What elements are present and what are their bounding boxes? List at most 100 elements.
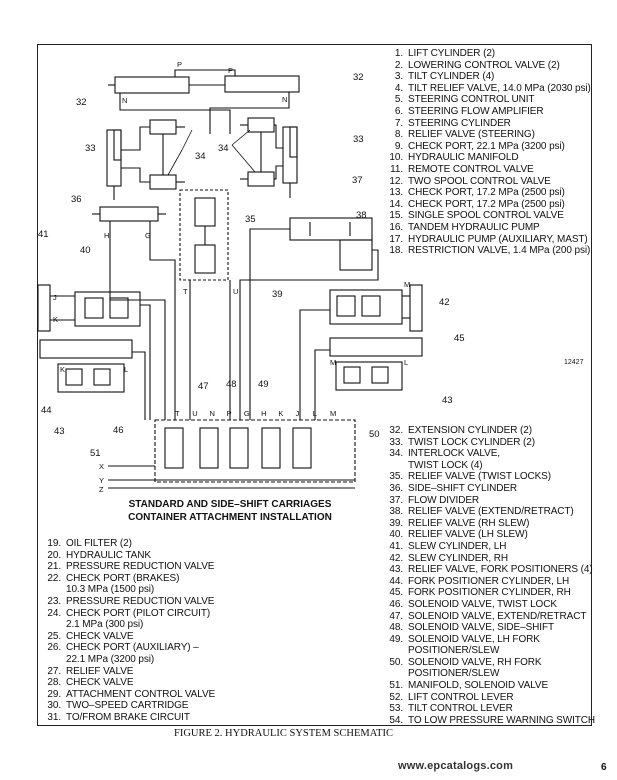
callout-43: 43 [54, 426, 65, 437]
legend-item: 31.TO/FROM BRAKE CIRCUIT [37, 712, 215, 724]
legend-item-number: 47. [389, 610, 403, 622]
legend-item-number: 33. [389, 436, 403, 448]
legend-item-number: 38. [389, 506, 403, 518]
callout-40: 40 [80, 245, 91, 256]
legend-item-text: RELIEF VALVE, FORK POSITIONERS (4) [408, 564, 593, 576]
legend-item: POSITIONER/SLEW [379, 645, 595, 657]
port-label: H [104, 231, 109, 240]
installation-title: STANDARD AND SIDE–SHIFT CARRIAGES CONTAI… [110, 499, 350, 524]
manifold-port-label: T [175, 409, 180, 418]
callout-39: 39 [272, 289, 283, 300]
legend-item-number: 3. [394, 71, 403, 83]
installation-title-line: STANDARD AND SIDE–SHIFT CARRIAGES [128, 499, 332, 510]
legend-item-text: INTERLOCK VALVE, [408, 448, 500, 460]
legend-item: 34. INTERLOCK VALVE, [379, 448, 595, 460]
legend-item-text: FORK POSITIONER CYLINDER, RH [408, 587, 571, 599]
legend-item-number: 42. [389, 552, 403, 564]
legend-item-number: 7. [394, 117, 403, 129]
legend-item-text: STEERING CONTROL UNIT [408, 94, 535, 106]
legend-item: 54.TO LOW PRESSURE WARNING SWITCH [379, 715, 595, 727]
side-shift-cylinder [92, 206, 176, 420]
legend-item-text: OIL FILTER (2) [66, 538, 132, 549]
legend-item: 19.OIL FILTER (2) [37, 538, 215, 550]
legend-item: 26.CHECK PORT (AUXILIARY) – [37, 642, 215, 654]
legend-item-number: 28. [47, 677, 61, 689]
callout-33: 33 [353, 134, 364, 145]
legend-item-text: RELIEF VALVE (STEERING) [408, 129, 535, 141]
callouts: 32 32 33 33 34 34 35 36 37 38 39 40 41 4… [38, 72, 465, 459]
legend-item: 3.TILT CYLINDER (4) [379, 71, 591, 83]
legend-item-text: 22.1 MPa (3200 psi) [66, 653, 155, 665]
legend-item: 13.CHECK PORT, 17.2 MPa (2500 psi) [379, 187, 591, 199]
callout-41: 41 [38, 229, 49, 240]
legend-item-text: CHECK VALVE [66, 677, 134, 689]
port-label: K [60, 365, 65, 374]
extension-cylinder-right [224, 75, 300, 93]
legend-item-number: 32. [389, 425, 403, 436]
legend-item-text: CHECK PORT (PILOT CIRCUIT) [66, 607, 211, 619]
legend-item-number [379, 645, 403, 657]
rh-fork-positioner-cylinder [329, 337, 423, 357]
port-label: L [404, 358, 408, 367]
legend-item-text: RELIEF VALVE (LH SLEW) [408, 529, 528, 541]
legend-item-number: 15. [389, 210, 403, 222]
legend-item-number: 18. [389, 245, 403, 257]
legend-item: TWIST LOCK (4) [379, 460, 595, 472]
manifold-port-label: K [278, 409, 283, 418]
legend-item-number: 16. [389, 221, 403, 233]
solenoid-valves [164, 427, 312, 469]
legend-item-number: 30. [47, 700, 61, 712]
legend-item-number: 52. [389, 691, 403, 703]
legend-item-text: LIFT CYLINDER (2) [408, 48, 496, 59]
port-label: Z [99, 485, 104, 494]
callout-48: 48 [226, 379, 237, 390]
legend-item: 30.TWO–SPEED CARTRIDGE [37, 700, 215, 712]
manifold-port-label: H [261, 409, 266, 418]
legend-item-text: STEERING FLOW AMPLIFIER [408, 105, 544, 117]
legend-item-number: 35. [389, 471, 403, 483]
legend-item: 18.RESTRICTION VALVE, 1.4 MPa (200 psi) [379, 245, 591, 257]
callout-36: 36 [71, 194, 82, 205]
port-label: P [228, 66, 233, 75]
legend-item-number [37, 584, 61, 596]
legend-item: 16. TANDEM HYDRAULIC PUMP [379, 222, 591, 234]
legend-item-number: 34. [389, 448, 403, 460]
legend-item-number: 10. [389, 152, 403, 164]
port-label: P [177, 60, 182, 69]
twist-lock-relief-block [179, 189, 229, 281]
watermark-url: www.epcatalogs.com [398, 760, 514, 772]
legend-item-number: 46. [389, 598, 403, 610]
port-label: M [404, 280, 410, 289]
legend-item-text: SIDE–SHIFT CYLINDER [408, 482, 518, 494]
legend-item: 37. FLOW DIVIDER [379, 495, 595, 507]
rh-slew-relief-block [299, 289, 410, 420]
legend-item-text: FLOW DIVIDER [408, 494, 480, 506]
p-line [174, 69, 236, 77]
legend-item-text: CHECK PORT (BRAKES) [66, 572, 180, 584]
port-label: X [99, 462, 104, 471]
legend-item-number [379, 460, 403, 472]
legend-item-number: 8. [394, 129, 403, 141]
port-label: M [330, 358, 336, 367]
callout-37: 37 [352, 175, 363, 186]
callout-49: 49 [258, 379, 269, 390]
port-label: N [122, 96, 127, 105]
legend-item: 15.SINGLE SPOOL CONTROL VALVE [379, 210, 591, 222]
flow-divider-line [249, 228, 290, 420]
legend-item-text: RELIEF VALVE [66, 665, 134, 677]
legend-item-text: TANDEM HYDRAULIC PUMP [408, 221, 540, 233]
legend-bottom-right: 32.EXTENSION CYLINDER (2)33.TWIST LOCK C… [379, 425, 595, 726]
manifold-port-label: N [209, 409, 214, 418]
legend-item-number: 37. [389, 494, 403, 506]
legend-item: 51.MANIFOLD, SOLENOID VALVE [379, 680, 595, 692]
callout-45: 45 [454, 333, 465, 344]
legend-item-text: LOWERING CONTROL VALVE (2) [408, 59, 560, 71]
legend-item-text: SOLENOID VALVE, TWIST LOCK [408, 598, 557, 610]
callout-42: 42 [439, 297, 450, 308]
manifold-port-label: G [244, 409, 250, 418]
legend-item-number: 20. [47, 549, 61, 561]
legend-item-text: STEERING CYLINDER [408, 117, 511, 129]
callout-33: 33 [85, 143, 96, 154]
callout-32: 32 [76, 97, 87, 108]
